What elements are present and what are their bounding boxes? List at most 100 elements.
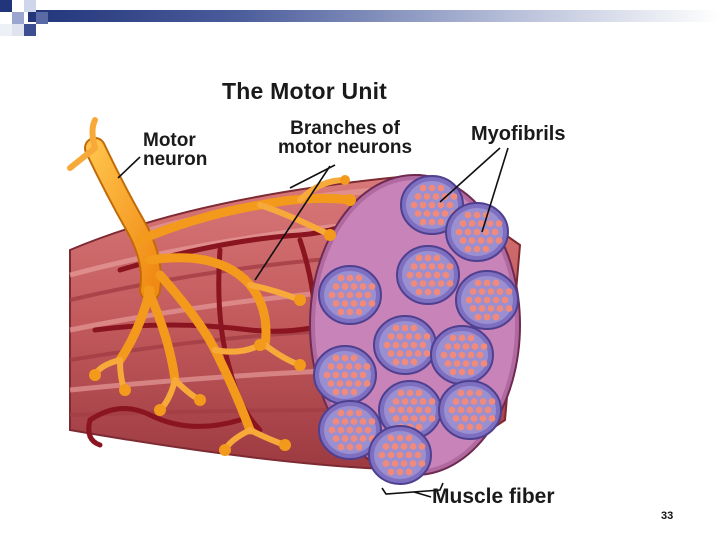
myofibril-dot xyxy=(424,254,432,262)
label-branches-of-motor-neurons: Branches of motor neurons xyxy=(262,119,428,158)
myofibril-bundle xyxy=(430,325,494,385)
myofibril-dot xyxy=(382,460,390,467)
myofibril-dot xyxy=(323,371,331,379)
myofibril-dot xyxy=(487,305,495,312)
myofibril-bundle xyxy=(378,380,442,440)
myofibril-dot xyxy=(406,406,414,414)
diagram-title: The Motor Unit xyxy=(222,78,388,104)
myofibril-dot xyxy=(368,418,376,425)
myofibril-dot xyxy=(428,263,436,270)
myofibril-dot xyxy=(350,418,358,425)
myofibril-dot xyxy=(355,409,363,417)
myofibril-dot xyxy=(501,296,509,304)
myofibril-dot xyxy=(458,334,466,342)
motor-neuron xyxy=(67,117,356,456)
myofibril-dot xyxy=(487,288,495,295)
myofibril-dot xyxy=(419,218,427,226)
label-branches-line2: motor neurons xyxy=(277,137,413,159)
myofibril-bundle xyxy=(313,345,377,405)
myofibril-dot xyxy=(441,210,449,217)
myofibril-dot xyxy=(410,398,418,405)
myofibril-dot xyxy=(327,380,335,387)
myofibril-dot xyxy=(464,211,472,219)
myofibril-dot xyxy=(341,283,349,290)
myofibril-dot xyxy=(424,406,432,414)
myofibril-dot xyxy=(479,415,487,422)
myofibril-dot xyxy=(355,274,363,282)
myofibril-dot xyxy=(475,389,483,397)
leader-myofibrils-1 xyxy=(439,147,501,203)
myofibril-dot xyxy=(396,451,404,459)
myofibril-dot xyxy=(457,423,465,431)
myofibril-dot xyxy=(341,435,349,442)
myofibril-bundle xyxy=(445,202,509,262)
myofibril-dot xyxy=(484,406,492,414)
myofibril-dot xyxy=(492,279,500,287)
myofibril-dot xyxy=(396,350,404,357)
myofibril-dot xyxy=(419,263,427,270)
myofibril-dot xyxy=(397,389,405,397)
decor-square xyxy=(24,0,36,12)
myofibril-dot xyxy=(400,443,408,450)
myofibril-dot xyxy=(406,271,414,279)
myofibril-dot xyxy=(467,351,475,359)
myofibril-dot xyxy=(410,341,418,349)
myofibril-dot xyxy=(341,354,349,362)
myofibril-dot xyxy=(346,409,354,417)
myofibril-dot xyxy=(337,426,345,434)
myofibril-dot xyxy=(419,415,427,422)
myofibril-dot xyxy=(475,423,483,431)
myofibril-dot xyxy=(444,343,452,350)
myofibril-dot xyxy=(410,201,418,209)
myofibril-dot xyxy=(453,360,461,367)
myofibril-dot xyxy=(388,406,396,414)
leader-lines xyxy=(117,147,509,498)
myofibril-dot xyxy=(332,283,340,290)
myofibril-dot xyxy=(401,358,409,366)
myofibril-dot xyxy=(428,398,436,405)
myofibril-dot xyxy=(387,468,395,476)
myofibril-dot xyxy=(467,368,475,376)
myofibril-dot xyxy=(410,324,418,332)
myofibril-dot xyxy=(328,291,336,299)
myofibril-dot xyxy=(469,288,477,295)
myofibril-dot xyxy=(419,184,427,192)
myofibril-bundle xyxy=(318,265,382,325)
myofibril-dot xyxy=(477,237,485,244)
leader-muscle-fiber-bracket xyxy=(381,482,444,495)
myofibril-dot xyxy=(387,451,395,459)
myofibril-dot xyxy=(405,451,413,459)
myofibril-dot xyxy=(336,380,344,387)
myofibril-bundle xyxy=(396,245,460,305)
myofibril-dot xyxy=(448,406,456,414)
myofibril-dot xyxy=(457,389,465,397)
myofibril-dot xyxy=(415,288,423,296)
myofibril-dot xyxy=(400,460,408,467)
myofibril-dot xyxy=(410,358,418,366)
myofibril-dot xyxy=(465,296,473,304)
myofibril-dot xyxy=(446,263,454,270)
myofibril-dot xyxy=(423,210,431,217)
myofibril-dot xyxy=(401,398,409,405)
myofibril-dot xyxy=(444,360,452,367)
myofibril-dot xyxy=(428,201,436,209)
label-motor-neuron-line1: Motor xyxy=(143,130,196,151)
myofibril-dot xyxy=(428,184,436,192)
myofibril-dot xyxy=(363,380,371,387)
myofibril-dot xyxy=(392,324,400,332)
myofibril-dot xyxy=(337,443,345,451)
myofibril-dot xyxy=(470,398,478,405)
myofibril-dot xyxy=(488,398,496,405)
myofibril-dot xyxy=(405,350,413,357)
myofibril-dot xyxy=(488,415,496,422)
myofibril-dot xyxy=(337,291,345,299)
myofibril-dot xyxy=(354,363,362,370)
myofibril-dot xyxy=(433,271,441,279)
myofibril-dot xyxy=(483,296,491,304)
myofibril-dot xyxy=(378,451,386,459)
myofibril-group xyxy=(313,175,519,485)
myofibril-dot xyxy=(462,343,470,350)
myofibril-dot xyxy=(341,300,349,307)
myofibril-dot xyxy=(474,279,482,287)
